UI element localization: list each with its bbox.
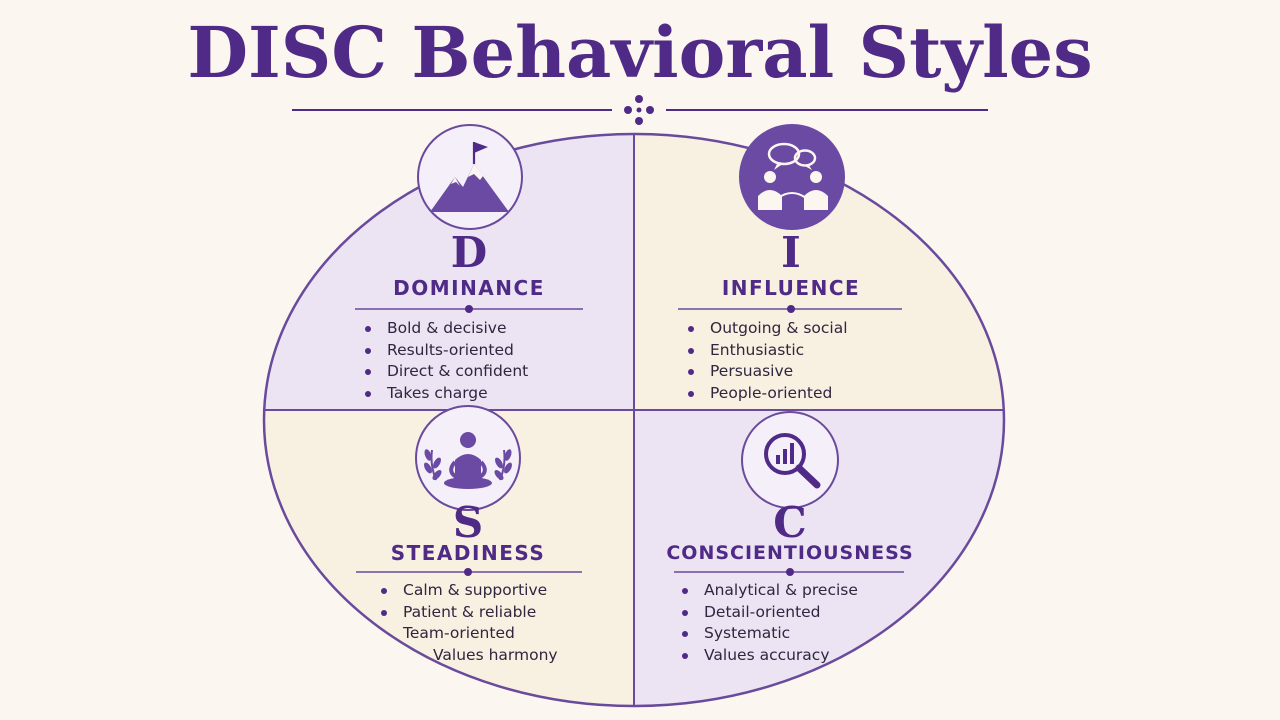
quadrant-c-name: CONSCIENTIOUSNESS: [666, 542, 914, 564]
title-divider: [292, 95, 988, 125]
bullet-icon: [688, 326, 694, 332]
list-item: Calm & supportive: [377, 580, 558, 602]
quadrant-c-rule: [674, 568, 904, 576]
trait-text: Values accuracy: [704, 645, 830, 664]
trait-text: Values harmony: [433, 645, 558, 664]
list-item: Detail-oriented: [678, 602, 858, 624]
quadrant-s-traits: Calm & supportive Patient & reliable Tea…: [377, 580, 558, 666]
trait-text: Results-oriented: [387, 340, 514, 359]
bullet-icon: [682, 652, 688, 659]
list-item: Results-oriented: [361, 340, 528, 362]
quadrant-i-name: INFLUENCE: [721, 276, 861, 300]
mountain-flag-icon: [417, 124, 523, 230]
trait-text: Direct & confident: [387, 362, 529, 380]
bullet-icon: [682, 609, 688, 616]
quadrant-s-name: STEADINESS: [390, 541, 546, 565]
trait-text: Patient & reliable: [403, 602, 537, 621]
trait-text: Analytical & precise: [704, 581, 858, 599]
bullet-icon: [381, 609, 387, 616]
quadrant-d-letter: D: [450, 228, 488, 277]
quadrant-c-letter: C: [773, 498, 807, 547]
bullet-icon: [365, 347, 371, 354]
quadrant-i-traits: Outgoing & social Enthusiastic Persuasiv…: [684, 318, 848, 404]
bullet-icon: [682, 588, 688, 594]
list-item: Team-oriented: [377, 623, 558, 645]
trait-text: Calm & supportive: [403, 581, 548, 599]
trait-text: Systematic: [704, 624, 791, 642]
quadrant-i-rule: [678, 305, 902, 313]
trait-text: People-oriented: [710, 383, 833, 402]
trait-text: Bold & decisive: [387, 319, 507, 337]
bullet-icon: [365, 326, 371, 332]
list-item: Values accuracy: [678, 645, 858, 667]
list-item: Bold & decisive: [361, 318, 528, 340]
trait-text: Outgoing & social: [710, 319, 848, 337]
list-item: Outgoing & social: [684, 318, 848, 340]
bullet-icon: [381, 588, 387, 594]
magnifier-chart-icon: [741, 411, 839, 509]
quadrant-d-name: DOMINANCE: [393, 276, 545, 300]
list-item: Persuasive: [684, 361, 848, 383]
list-item: Direct & confident: [361, 361, 528, 383]
bullet-icon: [365, 369, 371, 375]
quadrant-d-rule: [355, 305, 583, 313]
people-speech-icon: [739, 124, 845, 230]
bullet-icon: [365, 390, 371, 397]
page-title: DISC Behavioral Styles: [187, 11, 1093, 94]
list-item: Analytical & precise: [678, 580, 858, 602]
bullet-icon: [688, 369, 694, 375]
trait-text: Persuasive: [710, 362, 794, 380]
trait-text: Takes charge: [387, 383, 488, 402]
quadrant-d-traits: Bold & decisive Results-oriented Direct …: [361, 318, 528, 404]
quadrant-i-letter: I: [781, 228, 801, 277]
bullet-icon: [682, 631, 688, 637]
meditation-icon: [415, 405, 521, 511]
bullet-icon: [688, 390, 694, 397]
list-item: Systematic: [678, 623, 858, 645]
bullet-icon: [688, 347, 694, 354]
list-item: Takes charge: [361, 383, 528, 405]
quadrant-s-rule: [356, 568, 582, 576]
diamond-ornament-icon: [624, 95, 654, 125]
list-item: Patient & reliable: [377, 602, 558, 624]
list-item: Values harmony: [377, 645, 558, 667]
list-item: People-oriented: [684, 383, 848, 405]
list-item: Enthusiastic: [684, 340, 848, 362]
trait-text: Detail-oriented: [704, 602, 821, 621]
quadrant-s-letter: S: [452, 498, 484, 547]
quadrant-c-traits: Analytical & precise Detail-oriented Sys…: [678, 580, 858, 666]
trait-text: Team-oriented: [403, 624, 515, 642]
trait-text: Enthusiastic: [710, 340, 805, 359]
